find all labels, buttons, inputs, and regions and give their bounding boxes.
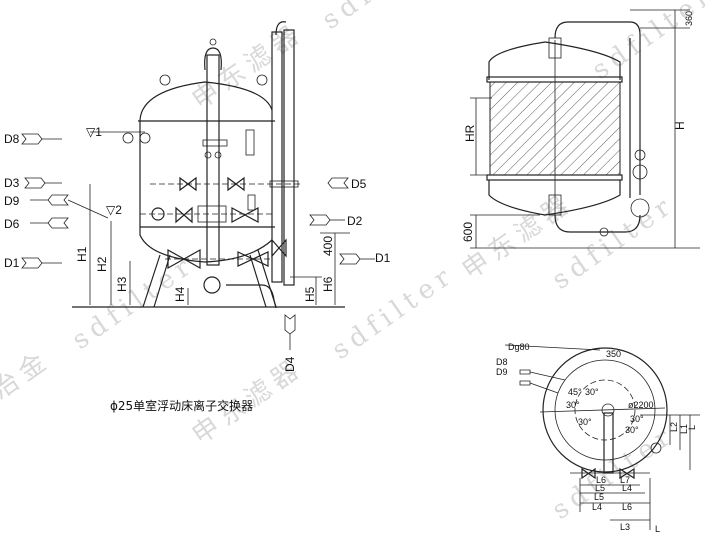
label-Dg80: Dg80 [508, 342, 530, 352]
watermark: sdfilter [317, 0, 451, 36]
bottom-valves [581, 467, 635, 480]
valve-row-middle [140, 205, 275, 224]
label-D9: D9 [4, 194, 20, 208]
dim-L4: L4 [622, 483, 632, 493]
dim-L6: L6 [596, 475, 606, 485]
dim-L3: L3 [620, 522, 630, 532]
label-D8: D8 [496, 357, 508, 367]
dim-H4: H4 [173, 286, 187, 302]
riser-pipe [271, 31, 283, 283]
level-mark-2: ▽2 [106, 203, 122, 217]
dim-H6: H6 [321, 276, 335, 292]
angle-45: 45° [568, 387, 582, 397]
top-pipe [554, 21, 641, 195]
dim-L4-left: L4 [592, 502, 602, 512]
dim-400: 400 [321, 236, 335, 256]
connection-arrows [21, 131, 375, 350]
dim-L6-right: L6 [622, 502, 632, 512]
watermark: sdfilter [547, 419, 681, 525]
label-D6: D6 [4, 217, 20, 231]
bottom-pipe [554, 214, 641, 233]
dim-350: 350 [606, 349, 621, 359]
dim-L7: L7 [620, 475, 630, 485]
dim-L: L [687, 425, 697, 430]
diameter-label: ø2200 [628, 400, 654, 410]
angle-30: 30° [585, 387, 599, 397]
dim-H3: H3 [115, 276, 129, 292]
label-D9: D9 [496, 367, 508, 377]
angle-30: 30° [630, 414, 644, 424]
central-pipe [206, 54, 220, 266]
vessel-outline [542, 347, 668, 473]
level-mark-1: ▽1 [86, 125, 102, 139]
riser-pipe [283, 29, 295, 286]
label-D3: D3 [4, 176, 20, 190]
side-view: HR H 600 360 [461, 9, 700, 249]
flowmeter [245, 129, 255, 156]
dim-HR: HR [463, 124, 477, 142]
plan-view: Dg80 D8 D9 350 30° 30° 30° 30° 30° 45° ø… [496, 342, 700, 534]
vessel-top-dome [139, 81, 273, 121]
dim-L2: L2 [669, 422, 679, 432]
vessel-body [139, 120, 273, 263]
support-legs [142, 249, 277, 308]
dimension-lines [89, 184, 350, 305]
dim-L5-left: L5 [594, 492, 604, 502]
angle-30: 30° [566, 400, 580, 410]
label-D8: D8 [4, 132, 20, 146]
watermark: sdfilter [327, 259, 461, 365]
dim-600: 600 [461, 222, 475, 242]
watermark: 冶金 [0, 344, 56, 405]
drawing-caption: ϕ25单室浮动床离子交换器 [110, 398, 253, 413]
label-D2: D2 [347, 214, 363, 228]
dim-360: 360 [684, 11, 694, 26]
dim-L-bottom: L [655, 524, 660, 534]
dim-L5: L5 [595, 483, 605, 493]
dim-H: H [673, 121, 687, 130]
angle-30: 30° [578, 417, 592, 427]
label-D5: D5 [351, 177, 367, 191]
label-D1: D1 [4, 256, 20, 270]
dimension-lines [470, 9, 690, 248]
dim-L1: L1 [679, 424, 689, 434]
vessel-bottom [488, 180, 621, 216]
angle-30: 30° [625, 425, 639, 435]
front-view: D8 D3 D9 D6 D1 D5 D2 D1 D4 ▽1 ▽2 H1 H2 H… [4, 21, 391, 413]
valve-row-upper [150, 176, 300, 192]
label-D4: D4 [283, 356, 297, 372]
dimension-lines [579, 414, 700, 530]
dim-H5: H5 [303, 286, 317, 302]
vessel-top [488, 41, 621, 80]
dim-H2: H2 [95, 256, 109, 272]
label-D1-right: D1 [375, 251, 391, 265]
dim-H1: H1 [75, 246, 89, 262]
